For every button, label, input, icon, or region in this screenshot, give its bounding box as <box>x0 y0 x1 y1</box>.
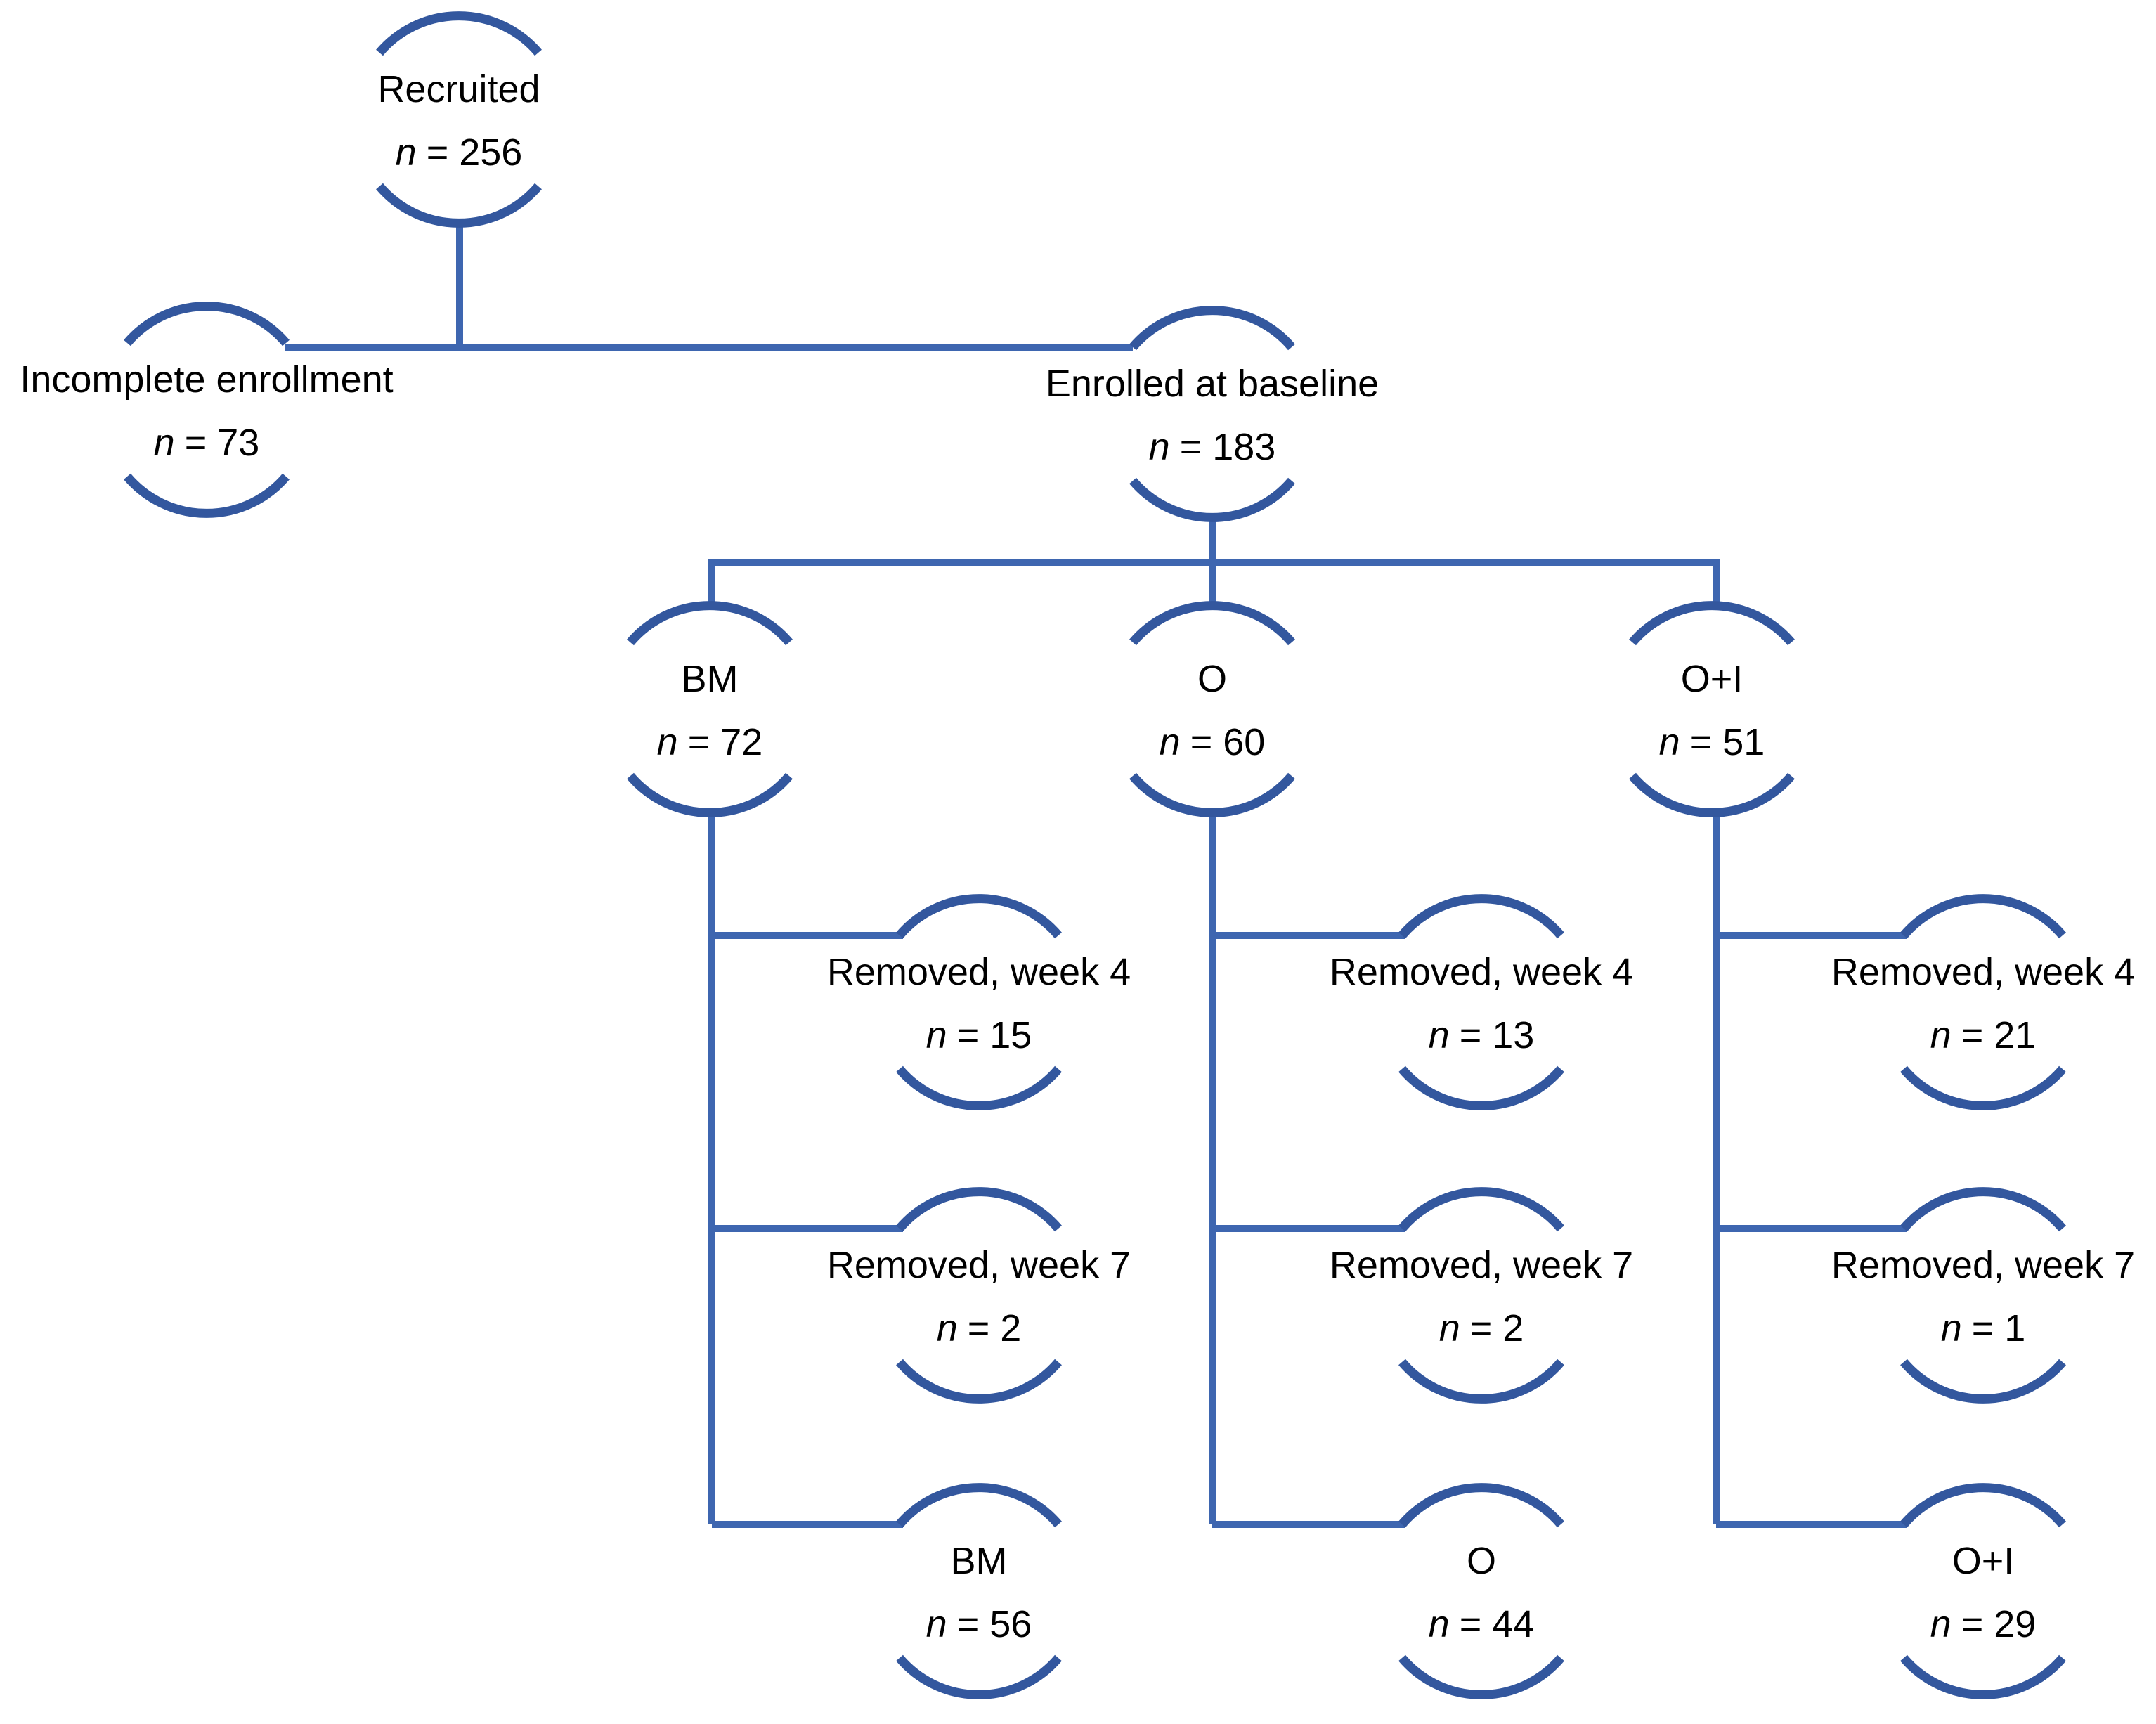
node-o-final: O n= 44 <box>1398 1483 1564 1699</box>
node-arc-bottom <box>1900 1065 2066 1110</box>
node-label: Enrolled at baseline <box>1046 363 1379 405</box>
node-arc-top <box>1900 1187 2066 1232</box>
node-count: n= 73 <box>154 422 260 464</box>
node-arc-bottom <box>1900 1654 2066 1699</box>
node-count: n= 21 <box>1930 1014 2037 1056</box>
node-label: Removed, week 7 <box>827 1244 1131 1286</box>
node-label: BM <box>682 658 739 700</box>
node-count: n= 183 <box>1149 426 1276 468</box>
node-count: n= 13 <box>1429 1014 1535 1056</box>
node-count: n= 256 <box>396 131 523 174</box>
node-arc-bottom <box>1398 1359 1564 1404</box>
node-arc-bottom <box>376 183 542 228</box>
node-arc-bottom <box>1398 1654 1564 1699</box>
node-label: BM <box>951 1540 1008 1582</box>
node-arc-bottom <box>1629 772 1795 817</box>
node-label: Removed, week 4 <box>827 951 1131 993</box>
node-enrolled-at-baseline: Enrolled at baseline n= 183 <box>1046 306 1379 522</box>
node-bm: BM n= 72 <box>627 601 793 817</box>
node-o-removed-week4: Removed, week 4 n= 13 <box>1330 894 1633 1110</box>
node-label: O+I <box>1952 1540 2015 1582</box>
node-arc-bottom <box>124 473 290 518</box>
node-oi-removed-week4: Removed, week 4 n= 21 <box>1831 894 2135 1110</box>
node-label: Removed, week 7 <box>1330 1244 1633 1286</box>
node-arc-top <box>1900 1483 2066 1528</box>
node-o-removed-week7: Removed, week 7 n= 2 <box>1330 1187 1633 1404</box>
connectors <box>285 219 1907 1528</box>
node-count: n= 56 <box>926 1603 1032 1645</box>
node-count: n= 60 <box>1160 721 1266 763</box>
node-count: n= 15 <box>926 1014 1032 1056</box>
node-oi-removed-week7: Removed, week 7 n= 1 <box>1831 1187 2135 1404</box>
node-count: n= 29 <box>1930 1603 2037 1645</box>
node-arc-top <box>124 302 290 346</box>
node-count: n= 72 <box>657 721 763 763</box>
node-count: n= 44 <box>1429 1603 1535 1645</box>
node-count: n= 2 <box>937 1307 1022 1349</box>
node-arc-top <box>1398 1483 1564 1528</box>
node-bm-removed-week7: Removed, week 7 n= 2 <box>827 1187 1131 1404</box>
node-arc-top <box>1629 601 1795 646</box>
node-label: Incomplete enrollment <box>20 358 393 401</box>
node-arc-top <box>1129 601 1295 646</box>
node-arc-top <box>896 1483 1062 1528</box>
node-arc-bottom <box>896 1065 1062 1110</box>
node-count: n= 51 <box>1659 721 1765 763</box>
node-oi: O+I n= 51 <box>1629 601 1795 817</box>
node-label: Removed, week 4 <box>1831 951 2135 993</box>
node-label: O <box>1467 1540 1496 1582</box>
node-arc-bottom <box>1129 477 1295 522</box>
node-oi-final: O+I n= 29 <box>1900 1483 2066 1699</box>
node-arc-top <box>896 894 1062 939</box>
node-arc-bottom <box>1900 1359 2066 1404</box>
node-bm-final: BM n= 56 <box>896 1483 1062 1699</box>
node-count: n= 2 <box>1439 1307 1524 1349</box>
node-label: O+I <box>1681 658 1743 700</box>
node-arc-bottom <box>896 1359 1062 1404</box>
node-arc-top <box>1900 894 2066 939</box>
node-arc-top <box>896 1187 1062 1232</box>
node-arc-bottom <box>627 772 793 817</box>
node-label: Removed, week 4 <box>1330 951 1633 993</box>
node-label: Recruited <box>377 68 540 110</box>
node-label: Removed, week 7 <box>1831 1244 2135 1286</box>
node-arc-bottom <box>1398 1065 1564 1110</box>
node-bm-removed-week4: Removed, week 4 n= 15 <box>827 894 1131 1110</box>
node-arc-top <box>627 601 793 646</box>
node-arc-top <box>1398 1187 1564 1232</box>
node-label: O <box>1197 658 1227 700</box>
node-arc-bottom <box>1129 772 1295 817</box>
node-arc-top <box>376 11 542 56</box>
node-o: O n= 60 <box>1129 601 1295 817</box>
node-arc-top <box>1129 306 1295 351</box>
node-recruited: Recruited n= 256 <box>376 11 542 228</box>
node-arc-top <box>1398 894 1564 939</box>
node-arc-bottom <box>896 1654 1062 1699</box>
node-count: n= 1 <box>1941 1307 2026 1349</box>
node-incomplete-enrollment: Incomplete enrollment n= 73 <box>20 302 394 518</box>
